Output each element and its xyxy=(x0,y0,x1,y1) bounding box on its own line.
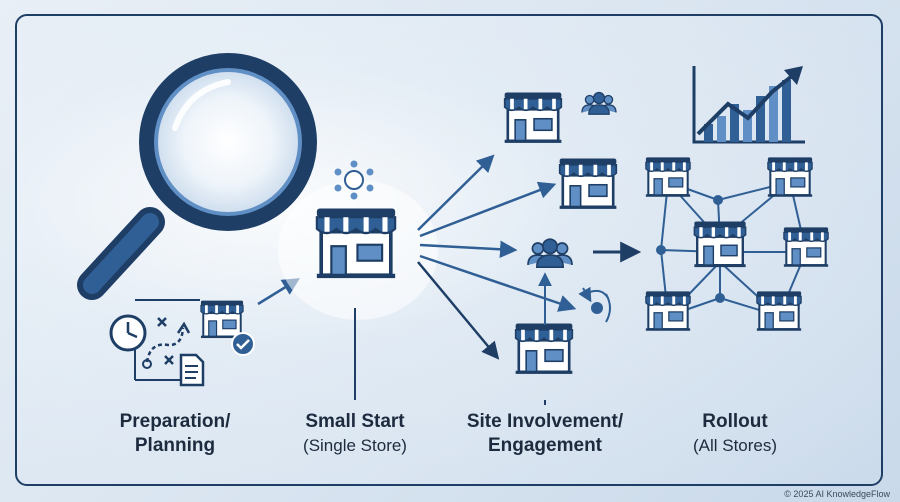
stage-subtitle: Engagement xyxy=(487,435,603,456)
people-group-icon xyxy=(527,238,573,269)
pilot-store xyxy=(278,160,438,400)
document-icon xyxy=(179,353,205,387)
stage-title: Site Involvement/ xyxy=(466,411,624,432)
stage-subtitle: (All Stores) xyxy=(692,436,778,455)
stage-subtitle: Planning xyxy=(134,435,216,456)
stage-label-engagement: Site Involvement/ Engagement xyxy=(450,410,640,458)
stage-title: Rollout xyxy=(702,411,768,432)
stage-title: Preparation/ xyxy=(119,411,231,432)
engagement-stores xyxy=(502,90,619,405)
store-icon xyxy=(557,156,619,211)
copyright-notice: © 2025 AI KnowledgeFlow xyxy=(784,489,890,499)
store-icon xyxy=(513,321,575,376)
store-icon xyxy=(502,90,564,145)
network-node-icon xyxy=(334,160,374,200)
clock-icon xyxy=(109,314,147,352)
stage-label-preparation: Preparation/ Planning xyxy=(95,410,255,458)
stage-subtitle: (Single Store) xyxy=(303,436,407,455)
store-network-icon xyxy=(644,155,830,333)
feedback-signal-icon xyxy=(538,272,611,325)
stage-label-small-start: Small Start (Single Store) xyxy=(275,410,435,458)
stage-title: Small Start xyxy=(305,411,405,432)
planning-icons xyxy=(109,299,255,387)
checkmark-icon xyxy=(231,332,255,356)
store-icon xyxy=(199,299,245,340)
growth-chart-icon xyxy=(692,66,805,144)
magnifying-glass-icon xyxy=(77,53,317,300)
people-group-icon xyxy=(581,91,617,115)
store-icon xyxy=(317,209,395,279)
stage-label-rollout: Rollout (All Stores) xyxy=(655,410,815,458)
engagement-arrows xyxy=(417,154,577,360)
